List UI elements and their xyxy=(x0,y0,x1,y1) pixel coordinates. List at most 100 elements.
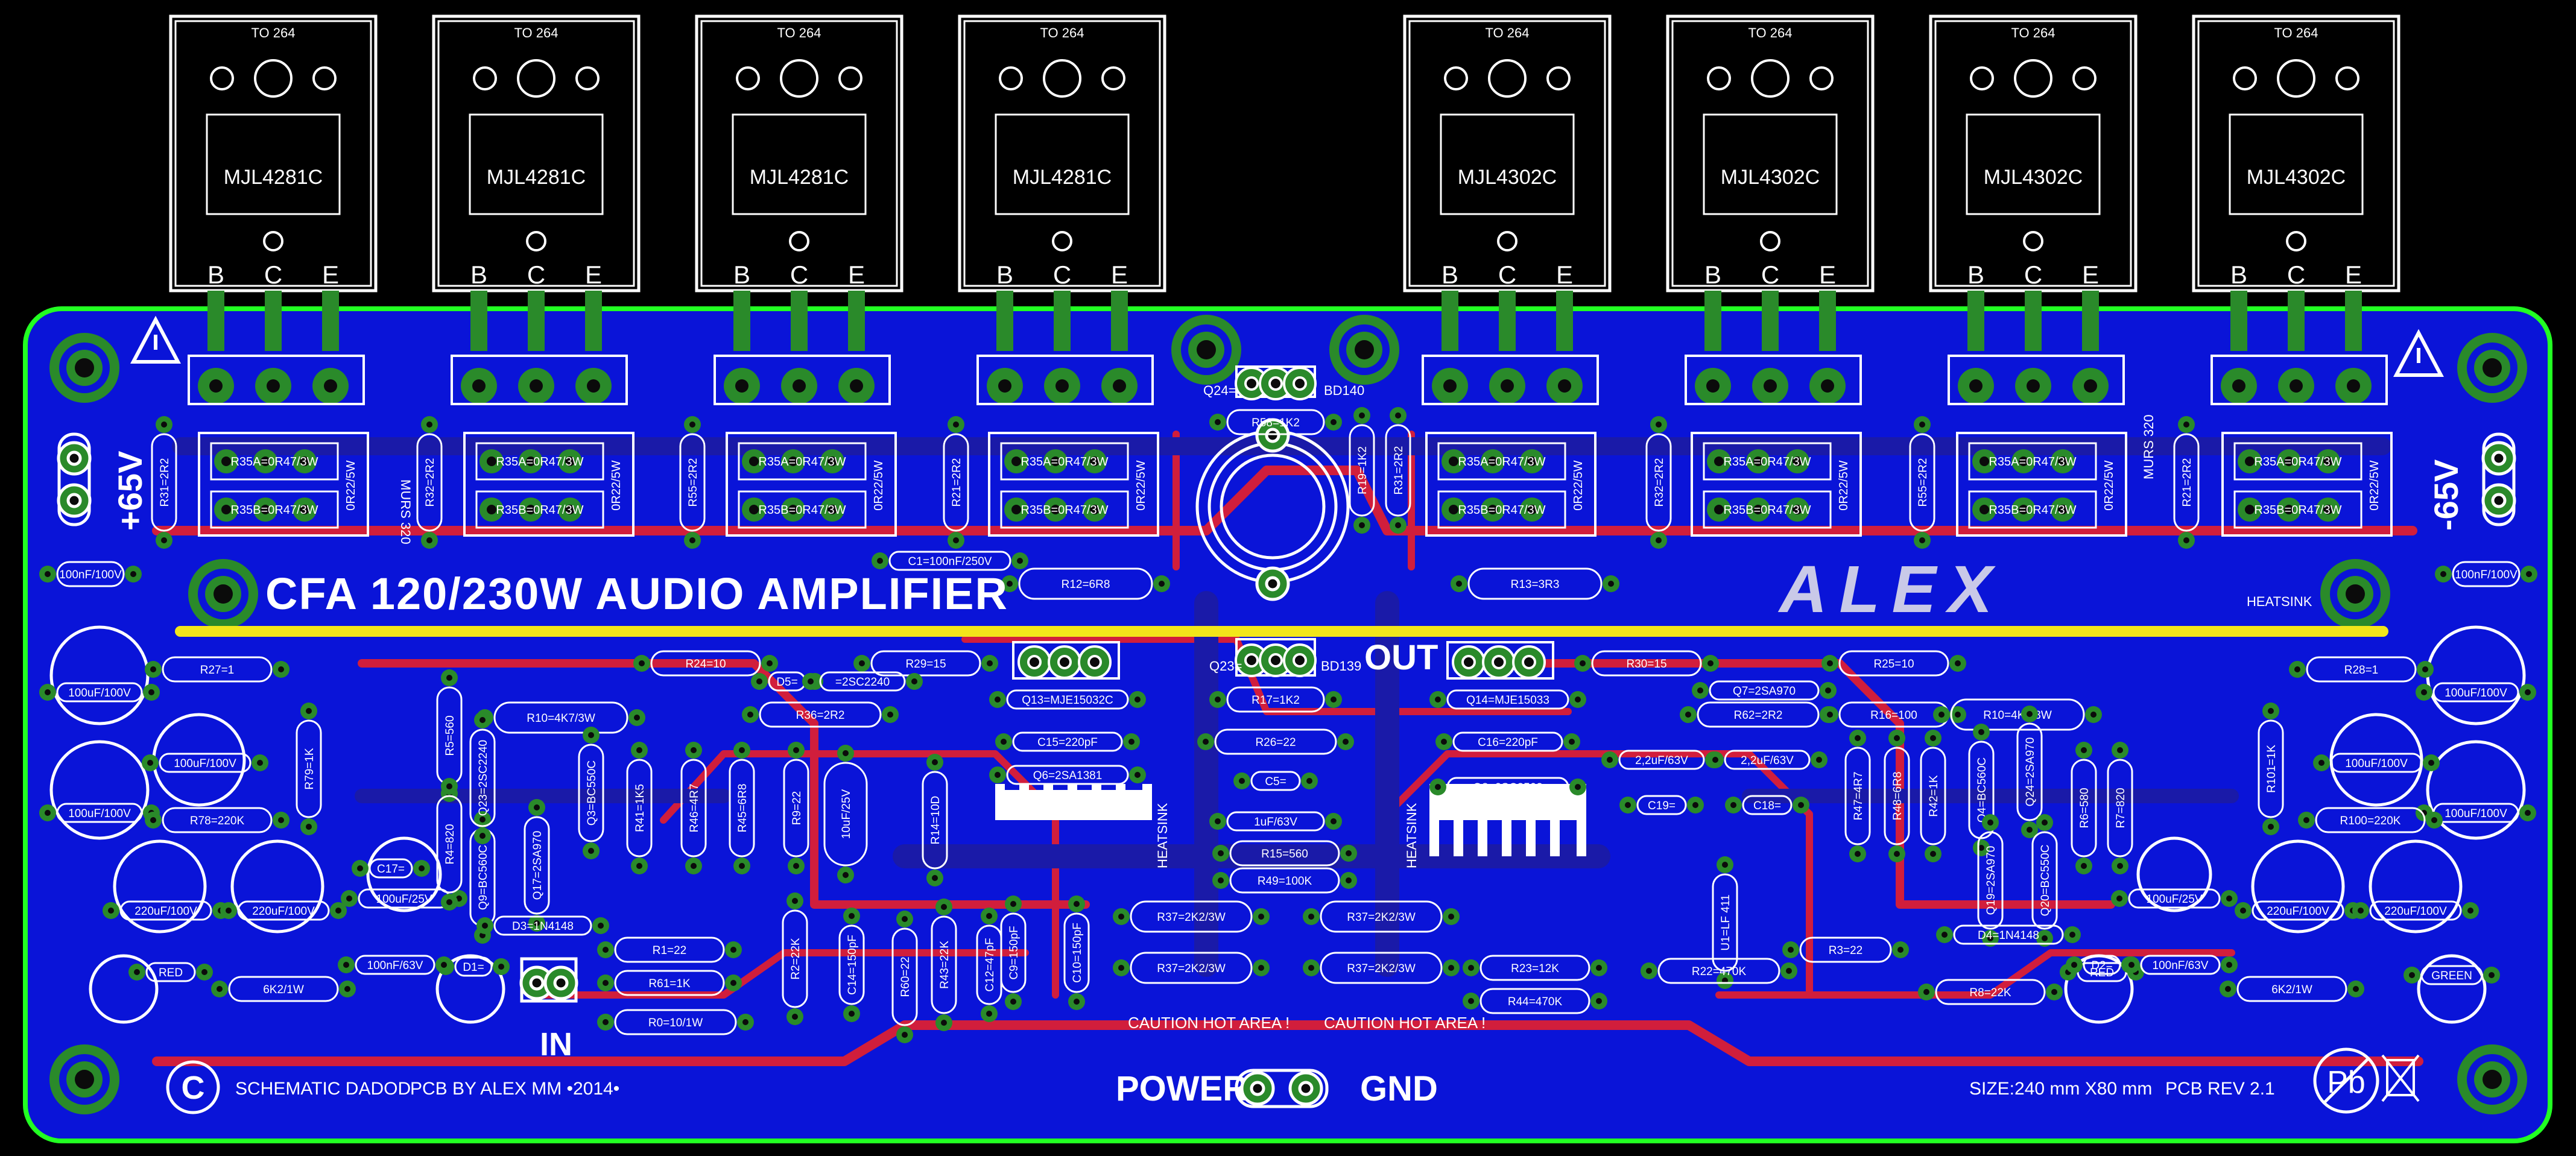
emitter-label-a: R35A=0R47/3W xyxy=(1021,455,1108,469)
svg-text:R28=1: R28=1 xyxy=(2344,664,2379,677)
pin-label: E xyxy=(585,261,602,289)
svg-text:100uF/100V: 100uF/100V xyxy=(68,687,131,700)
svg-text:Q6=2SA1381: Q6=2SA1381 xyxy=(1033,769,1103,782)
svg-text:R27=1: R27=1 xyxy=(200,664,235,677)
component-r79: R79=1K xyxy=(296,703,322,835)
svg-text:R14=10D: R14=10D xyxy=(929,796,942,845)
part-label: MJL4302C xyxy=(1984,166,2083,189)
svg-text:100nF/63V: 100nF/63V xyxy=(367,959,423,972)
component-r16: R16=100 xyxy=(1821,701,1966,728)
pin-label: C xyxy=(1498,261,1516,289)
svg-text:100uF/100V: 100uF/100V xyxy=(2345,757,2408,770)
svg-text:220uF/100V: 220uF/100V xyxy=(252,905,315,918)
pin-label: E xyxy=(2082,261,2099,289)
svg-text:R42=1K: R42=1K xyxy=(1928,775,1940,817)
svg-text:R19=1K2: R19=1K2 xyxy=(1356,446,1369,494)
silkscreen-text: CFA 120/230W AUDIO AMPLIFIER ALEX HEATSI… xyxy=(111,383,2465,1108)
component-c100n63: 100nF/63V xyxy=(338,955,452,975)
svg-text:R45=6R8: R45=6R8 xyxy=(736,784,749,833)
pin-label: C xyxy=(1053,261,1071,289)
component-r23: R23=12K xyxy=(1463,955,1607,981)
package-label: TO 264 xyxy=(1040,25,1084,40)
component-cap220u: 220uF/100V xyxy=(220,900,347,921)
pin-label: E xyxy=(2345,261,2362,289)
component-c9: C9=150pF xyxy=(1000,895,1027,1010)
component-r29: R29=15 xyxy=(853,650,998,677)
component-r37: R37=2K2/3W xyxy=(1113,952,1270,984)
component-r78: R78=220K xyxy=(145,807,290,833)
component-r36: R36=2R2 xyxy=(742,701,899,728)
component-r47: R47=4R7 xyxy=(1844,730,1871,862)
component-c1: C1=100nF/250V xyxy=(872,551,1028,571)
component-r7: R7=820 xyxy=(2107,742,2133,874)
component-r62k: 6K2/1W xyxy=(2220,976,2364,1002)
svg-text:R12=6R8: R12=6R8 xyxy=(1062,578,1110,591)
svg-text:D4=1N4148: D4=1N4148 xyxy=(1978,929,2039,942)
component-c1863: 2,2uF/63V xyxy=(1707,750,1828,770)
pin-label: C xyxy=(1761,261,1779,289)
component-q17: Q17=2SA970 xyxy=(524,799,550,932)
svg-text:R4=820: R4=820 xyxy=(444,824,457,864)
q23-label: Q23= xyxy=(1209,659,1242,674)
emitter-label-side: 0R22/5W xyxy=(1572,460,1585,510)
component-r100: R100=220K xyxy=(2298,807,2443,833)
component-r28: R28=1 xyxy=(2289,656,2434,683)
component-r6: R6=580 xyxy=(2071,742,2097,874)
svg-text:R48=6R8: R48=6R8 xyxy=(1891,772,1904,821)
package-label: TO 264 xyxy=(514,25,559,40)
svg-text:R17=1K2: R17=1K2 xyxy=(1252,694,1300,707)
component-red: RED xyxy=(128,962,213,982)
capacitors xyxy=(49,625,2526,1024)
svg-text:D1=: D1= xyxy=(463,961,484,974)
component-r55: R55=2R2 xyxy=(679,416,706,549)
component-r10: R10=4K7/3W xyxy=(476,701,645,734)
component-cap100u25: 100uF/25V xyxy=(2111,888,2238,909)
svg-text:Q3=BC550C: Q3=BC550C xyxy=(586,760,598,826)
component-c19: C19= xyxy=(1619,795,1704,815)
svg-text:220uF/100V: 220uF/100V xyxy=(2267,905,2329,918)
package-label: TO 264 xyxy=(252,25,296,40)
component-r15: R15=560 xyxy=(1212,840,1357,867)
heatsink-bar xyxy=(175,626,2388,637)
svg-text:100uF/25V: 100uF/25V xyxy=(2147,893,2203,906)
component-c100n: 100nF/100V xyxy=(2435,561,2537,587)
component-q20: Q20=BC550C xyxy=(2031,814,2058,947)
component-r3: R3=22 xyxy=(1782,936,1909,963)
pcb-credit: PCB BY ALEX MM •2014• xyxy=(410,1079,619,1099)
component-r4: R4=820 xyxy=(436,778,463,911)
in-label: IN xyxy=(540,1026,572,1063)
component-r25: R25=10 xyxy=(1821,650,1966,677)
q24-label: Q24= xyxy=(1203,383,1236,398)
component-green: GREEN xyxy=(2404,965,2500,985)
emitter-label-b: R35B=0R47/3W xyxy=(2254,504,2341,517)
component-r41: R41=1K5 xyxy=(626,742,653,874)
part-label: MJL4281C xyxy=(487,166,586,189)
pin-label: B xyxy=(2230,261,2247,289)
component-cap100u: 100uF/100V xyxy=(2313,753,2440,773)
svg-text:100uF/100V: 100uF/100V xyxy=(2445,687,2507,700)
svg-text:R15=560: R15=560 xyxy=(1261,848,1308,861)
svg-text:R1=22: R1=22 xyxy=(653,944,687,957)
svg-text:R10=4K7/3W: R10=4K7/3W xyxy=(527,712,595,725)
svg-text:C16=220pF: C16=220pF xyxy=(1478,736,1538,749)
component-c17: C17= xyxy=(352,858,430,879)
caution-right: CAUTION HOT AREA ! xyxy=(1324,1014,1486,1032)
component-q6: Q6=2SA1381 xyxy=(989,765,1146,785)
svg-text:R0=10/1W: R0=10/1W xyxy=(648,1017,703,1029)
emitter-label-a: R35A=0R47/3W xyxy=(758,455,846,469)
component-r44: R44=470K xyxy=(1463,988,1607,1014)
svg-text:R37=2K2/3W: R37=2K2/3W xyxy=(1157,911,1226,924)
svg-text:220uF/100V: 220uF/100V xyxy=(134,905,197,918)
package-label: TO 264 xyxy=(2011,25,2055,40)
heatsink-right: HEATSINK xyxy=(1404,803,1419,868)
component-d3: D3=1N4148 xyxy=(476,915,609,936)
